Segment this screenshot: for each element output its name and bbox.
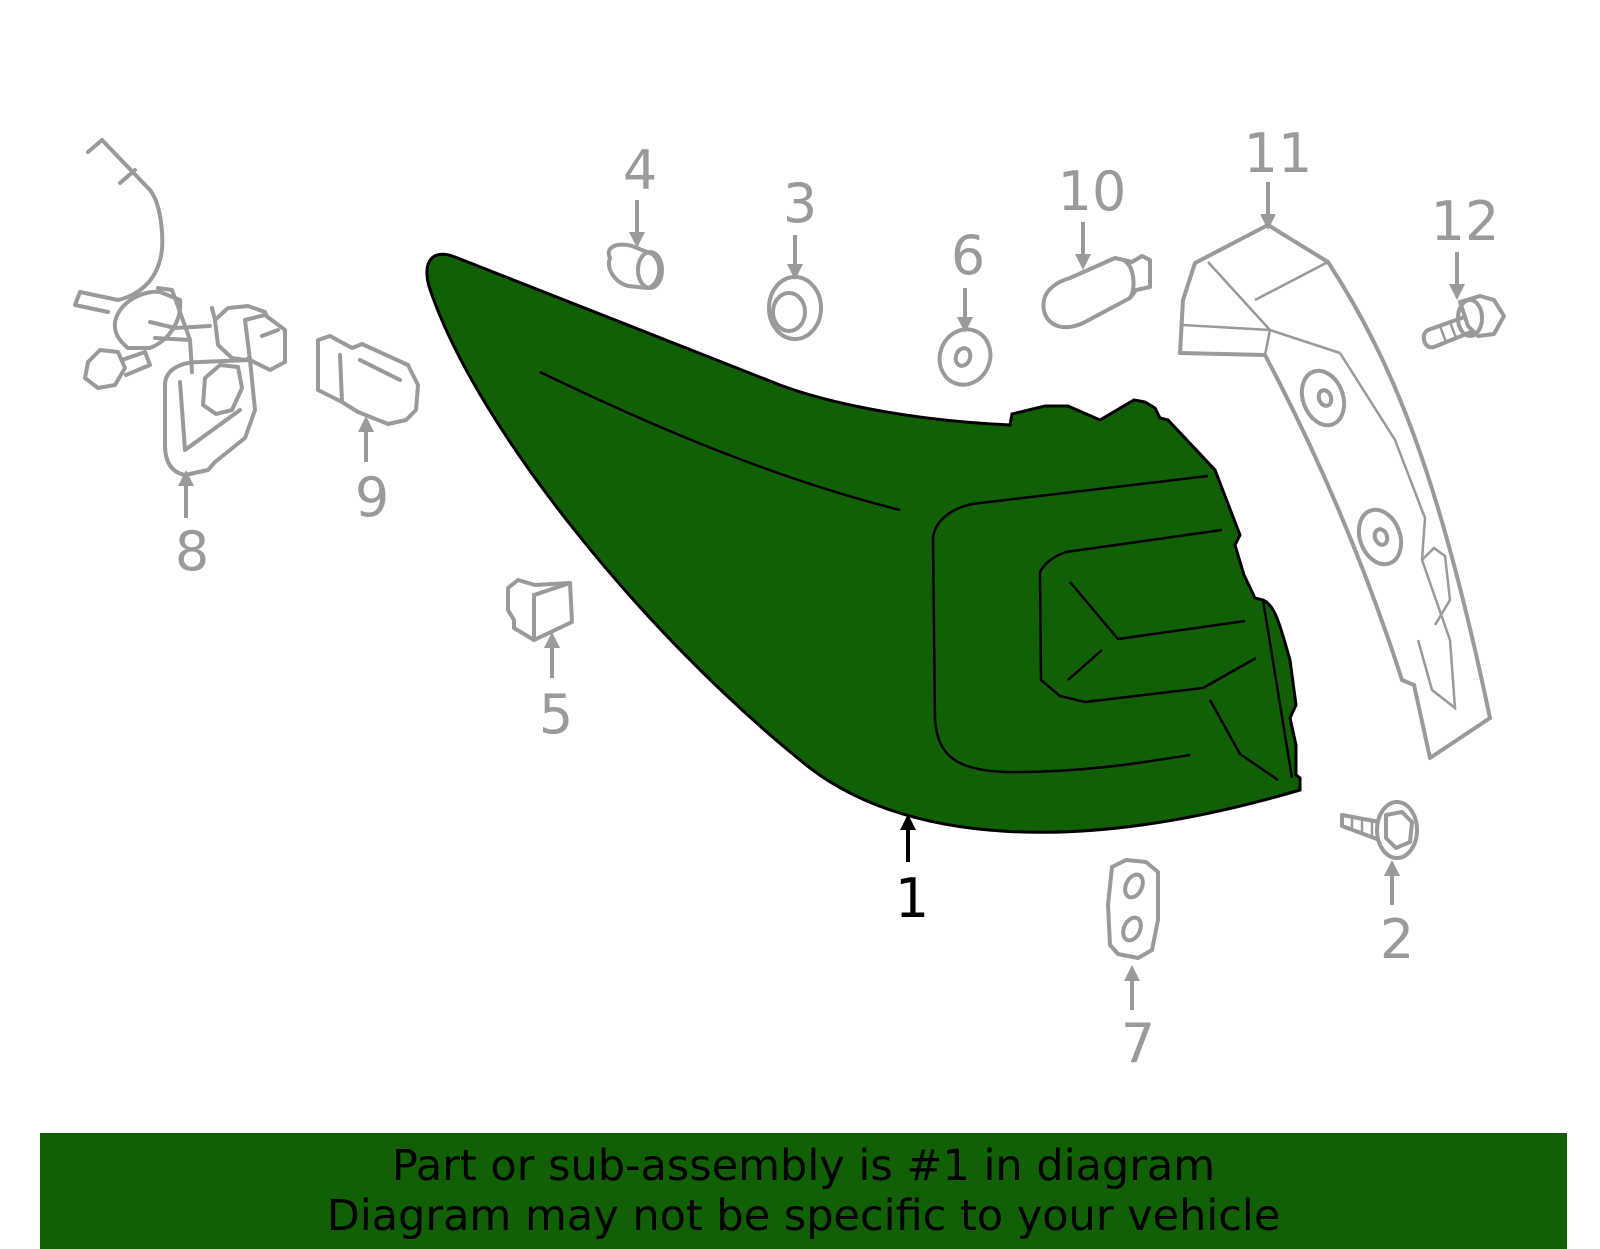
callout-2: 2 [1380, 908, 1414, 971]
callout-8: 8 [175, 520, 209, 583]
part-7-plate[interactable]: 7 [1106, 858, 1160, 1075]
part-3-grommet[interactable]: 3 [767, 172, 823, 341]
part-10-bulb[interactable]: 10 [1041, 160, 1152, 330]
banner-background [40, 1133, 1567, 1249]
part-6-washer[interactable]: 6 [932, 224, 998, 392]
banner-line-2: Diagram may not be specific to your vehi… [326, 1191, 1281, 1241]
part-2-screw[interactable]: 2 [1340, 800, 1419, 971]
part-4-cap[interactable]: 4 [606, 139, 664, 290]
callout-10: 10 [1058, 160, 1127, 223]
callout-11: 11 [1244, 122, 1313, 185]
part-5-clip[interactable]: 5 [506, 578, 574, 746]
callout-7: 7 [1121, 1012, 1155, 1075]
banner-line-1: Part or sub-assembly is #1 in diagram [391, 1141, 1216, 1191]
part-8-harness[interactable]: 8 [73, 138, 287, 583]
callout-4: 4 [623, 139, 657, 202]
part-11-bracket[interactable]: 11 [1178, 122, 1492, 760]
callout-1: 1 [895, 867, 929, 930]
part-1-tail-lamp[interactable]: 1 [425, 252, 1302, 930]
callout-6: 6 [951, 224, 985, 287]
part-9-socket[interactable]: 9 [316, 334, 420, 529]
part-12-bolt[interactable]: 12 [1421, 190, 1506, 350]
callout-5: 5 [539, 683, 573, 746]
callout-12: 12 [1431, 190, 1500, 253]
tail-lamp-body [425, 252, 1302, 834]
callout-9: 9 [355, 466, 389, 529]
info-banner: Part or sub-assembly is #1 in diagram Di… [40, 1133, 1567, 1249]
callout-3: 3 [783, 172, 817, 235]
